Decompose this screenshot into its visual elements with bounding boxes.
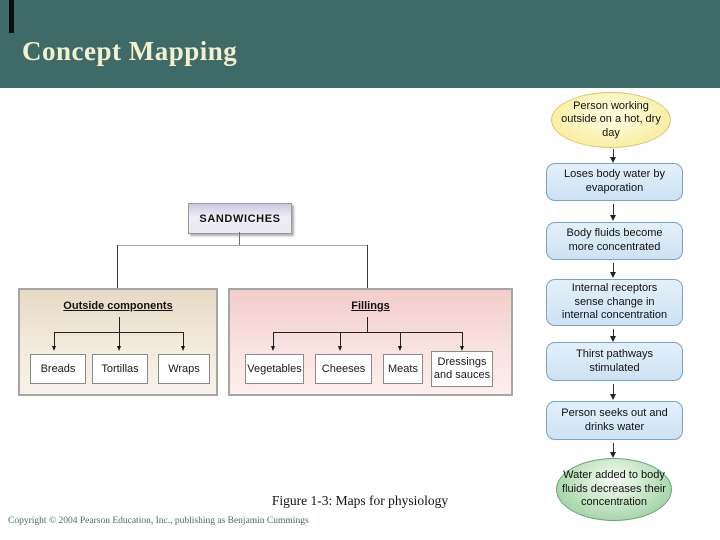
panel-outside-components: Outside components Breads Tortillas Wrap… xyxy=(18,288,218,396)
branch-arrow-tortillas xyxy=(116,332,121,351)
flow-node-internal-receptors: Internal receptors sense change in inter… xyxy=(546,279,683,326)
flow-arrow xyxy=(610,443,616,458)
flow-arrow xyxy=(610,384,616,400)
flow-node-water-added: Water added to body fluids decreases the… xyxy=(556,458,672,521)
node-vegetables: Vegetables xyxy=(245,354,304,384)
connector-to-fillings xyxy=(364,245,370,298)
branch-arrow-meats xyxy=(397,332,402,351)
branch-stub xyxy=(119,317,120,332)
branch-label-outside-components: Outside components xyxy=(63,300,173,312)
branch-arrow-dressings xyxy=(459,332,464,351)
branch-arrow-wraps xyxy=(180,332,185,351)
branch-stub xyxy=(367,317,368,332)
connector-to-outside-components xyxy=(114,245,120,298)
connector-root-horizontal xyxy=(118,245,368,246)
flow-node-person-seeks-water: Person seeks out and drinks water xyxy=(546,401,683,440)
branch-arrow-cheeses xyxy=(337,332,342,351)
branch-horizontal xyxy=(273,332,463,333)
branch-arrow-vegetables xyxy=(270,332,275,351)
flow-arrow xyxy=(610,149,616,163)
node-dressings-and-sauces: Dressings and sauces xyxy=(431,351,493,387)
panel-fillings: Fillings Vegetables Cheeses Meats Dressi… xyxy=(228,288,513,396)
slide-header: Concept Mapping xyxy=(0,0,720,88)
connector-root-stub xyxy=(239,232,240,245)
flow-node-body-fluids-concentrated: Body fluids become more concentrated xyxy=(546,222,683,260)
flow-arrow xyxy=(610,329,616,342)
flow-node-loses-body-water: Loses body water by evaporation xyxy=(546,163,683,201)
flow-arrow xyxy=(610,263,616,278)
branch-label-fillings: Fillings xyxy=(351,300,390,312)
copyright-notice: Copyright © 2004 Pearson Education, Inc.… xyxy=(8,516,309,526)
node-cheeses: Cheeses xyxy=(315,354,372,384)
header-accent-bar xyxy=(9,0,14,33)
node-meats: Meats xyxy=(383,354,423,384)
slide-title: Concept Mapping xyxy=(22,36,238,66)
flow-arrow xyxy=(610,204,616,221)
node-breads: Breads xyxy=(30,354,86,384)
flow-node-person-working: Person working outside on a hot, dry day xyxy=(551,92,671,148)
figure-caption: Figure 1-3: Maps for physiology xyxy=(271,493,449,508)
flow-node-thirst-pathways: Thirst pathways stimulated xyxy=(546,342,683,381)
node-wraps: Wraps xyxy=(158,354,210,384)
node-sandwiches: SANDWICHES xyxy=(188,203,292,234)
node-tortillas: Tortillas xyxy=(92,354,148,384)
branch-arrow-breads xyxy=(51,332,56,351)
